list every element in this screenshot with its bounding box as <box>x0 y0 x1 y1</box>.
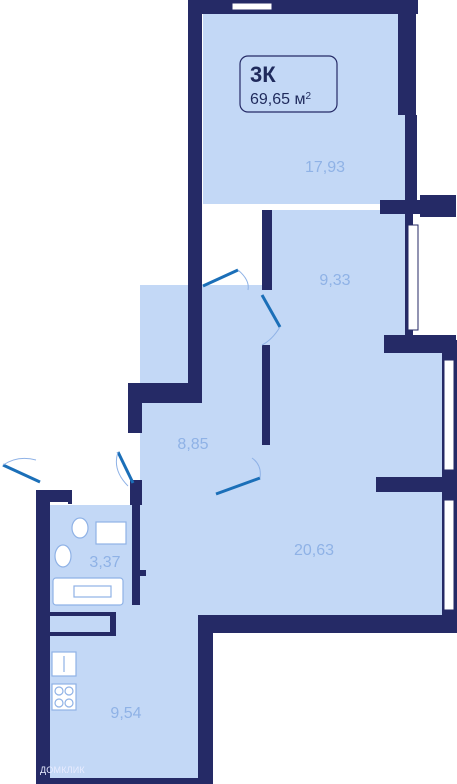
apartment-type: 3К <box>250 62 276 87</box>
room-area-label: 9,33 <box>319 272 350 289</box>
bathroom-fixtures <box>52 517 127 606</box>
room-labels: 17,93 9,33 8,85 20,63 3,37 9,54 <box>89 159 350 722</box>
doors <box>2 268 282 496</box>
door-arcs <box>2 269 281 487</box>
room-area-label: 3,37 <box>89 554 120 571</box>
apartment-area: 69,65 м2 <box>250 91 311 109</box>
floor-area <box>45 14 448 780</box>
stove-icon <box>51 683 77 711</box>
toilet-icon <box>71 517 89 539</box>
room-area-label: 9,54 <box>110 705 141 722</box>
room-area-label: 20,63 <box>294 542 334 559</box>
room-area-label: 8,85 <box>177 436 208 453</box>
watermark: ДОМКЛИК <box>40 765 85 775</box>
room-area-label: 17,93 <box>305 159 345 176</box>
washbasin-icon <box>54 544 72 568</box>
apartment-badge: 3К 69,65 м2 <box>239 55 338 113</box>
sink-cabinet <box>95 521 127 545</box>
kitchen-fixtures <box>51 651 77 711</box>
windows <box>231 2 455 611</box>
